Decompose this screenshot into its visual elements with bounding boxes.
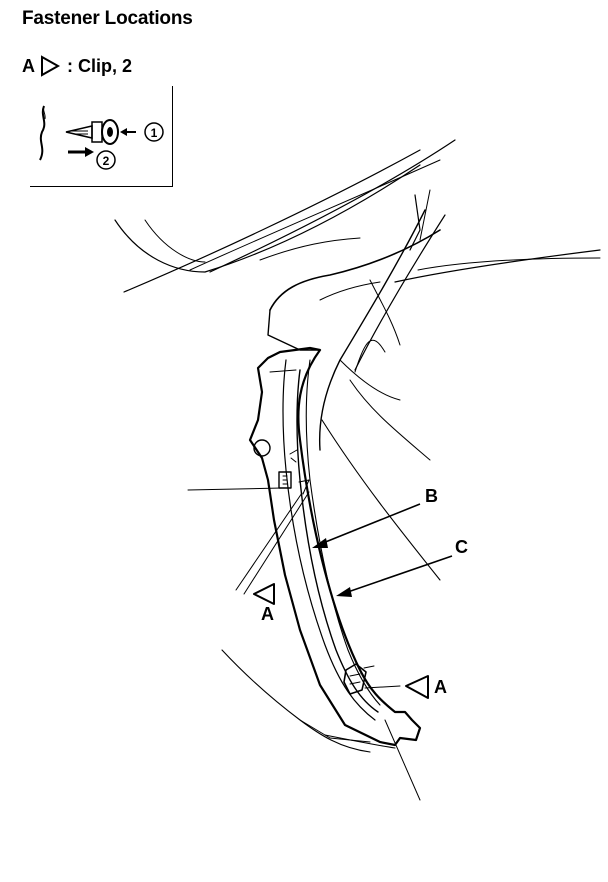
roof-line — [123, 149, 421, 293]
panel-edge — [39, 105, 46, 161]
svg-text:2: 2 — [103, 154, 110, 168]
leader-line-a-upper — [235, 492, 303, 591]
fastener-legend: A : Clip, 2 — [22, 55, 132, 77]
callout-a-upper-triangle — [253, 583, 275, 605]
callout-c-label: C — [455, 537, 468, 557]
legend-description: : Clip, 2 — [67, 55, 133, 76]
clip-detail-inset: 1 2 — [30, 86, 173, 187]
lower-clip-icon — [343, 663, 375, 695]
svg-text:1: 1 — [151, 126, 158, 140]
leader-line-lower — [384, 719, 421, 801]
upper-clip-icon — [278, 449, 310, 495]
callout-c-arrow — [336, 555, 453, 597]
trim-hole — [253, 439, 271, 457]
clip-detail-illustration: 1 2 — [39, 105, 164, 170]
triangle-marker-icon — [41, 55, 61, 77]
trim-panel-outline — [248, 346, 422, 747]
callout-a-lower-triangle — [405, 675, 429, 699]
clip-icon — [65, 119, 119, 145]
callout-a-lower-label: A — [434, 677, 447, 697]
callout-a-upper-label: A — [261, 604, 274, 624]
page-title: Fastener Locations — [22, 8, 193, 29]
callout-b-label: B — [425, 486, 438, 506]
callout-b-arrow — [312, 503, 421, 548]
leader-line-clip-upper — [187, 487, 283, 491]
legend-letter: A — [22, 55, 35, 76]
leader-line-a-lower — [364, 685, 401, 689]
